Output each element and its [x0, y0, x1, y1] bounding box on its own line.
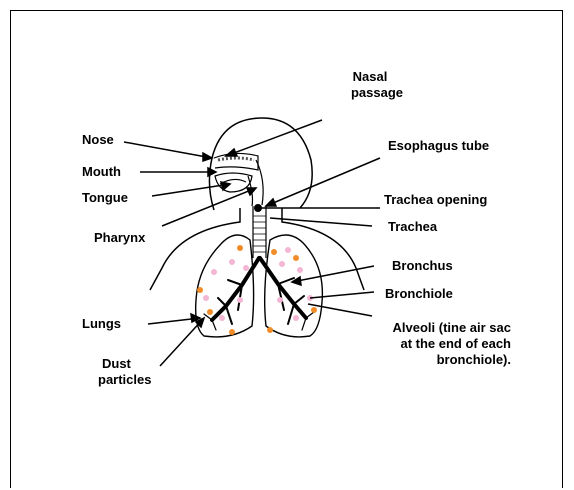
- label-lungs: Lungs: [82, 316, 121, 332]
- bronchus-pointer: [292, 266, 374, 282]
- label-alveoli: Alveoli (tine air sac at the end of each…: [363, 320, 511, 368]
- label-trachea: Trachea: [388, 219, 437, 235]
- label-dust-line-2: particles: [98, 372, 151, 388]
- pointer-lines: [124, 120, 380, 366]
- alveoli-pointer: [308, 304, 372, 316]
- label-tongue: Tongue: [82, 190, 128, 206]
- pharynx-shape: [256, 160, 263, 205]
- label-dust-line-1: Dust: [102, 356, 151, 372]
- nose-pointer: [124, 142, 212, 158]
- pharynx-pointer: [162, 188, 256, 226]
- dust-pointer: [160, 318, 204, 366]
- label-nose: Nose: [82, 132, 114, 148]
- tongue-pointer: [152, 184, 230, 196]
- label-mouth: Mouth: [82, 164, 121, 180]
- body-outline: [150, 208, 240, 290]
- esophagus-pointer: [266, 158, 380, 206]
- label-nasal-line-2: passage: [344, 85, 410, 101]
- label-alveoli-line-3: bronchiole).: [363, 352, 511, 368]
- label-trachea-opening: Trachea opening: [384, 192, 487, 208]
- label-esophagus: Esophagus tube: [388, 138, 489, 154]
- head-outline: [209, 118, 312, 210]
- label-alveoli-line-1: Alveoli (tine air sac: [363, 320, 511, 336]
- label-pharynx: Pharynx: [94, 230, 145, 246]
- left-lung: [196, 235, 254, 337]
- trachea-shape: [253, 204, 266, 258]
- label-nasal-passage: Nasal passage: [330, 69, 410, 101]
- label-bronchiole: Bronchiole: [385, 286, 453, 302]
- label-dust-particles: Dust particles: [98, 356, 151, 388]
- label-nasal-line-1: Nasal: [330, 69, 410, 85]
- bronchiole-pointer: [310, 292, 374, 298]
- label-alveoli-line-2: at the end of each: [363, 336, 511, 352]
- label-bronchus: Bronchus: [392, 258, 453, 274]
